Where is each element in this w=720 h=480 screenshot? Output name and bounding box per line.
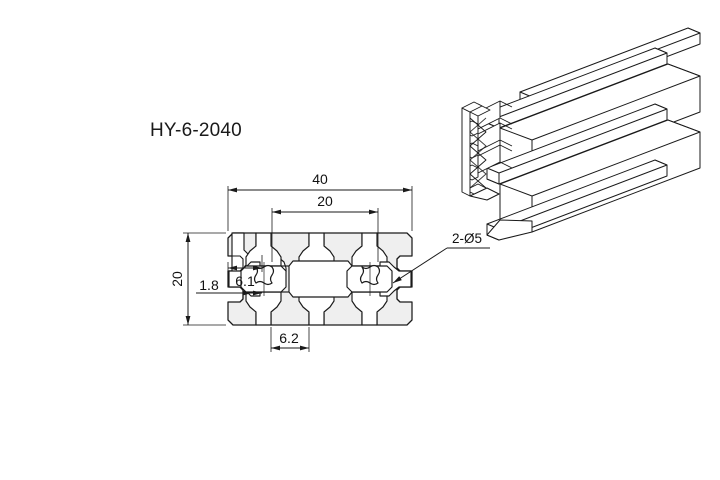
dimension-label-6-2: 6.2 <box>279 330 299 346</box>
dimension-wall-thickness: 1.8 <box>196 277 262 296</box>
dimension-slot-opening-bottom: 6.2 <box>270 327 310 352</box>
profile-ribs <box>281 265 289 293</box>
dimension-label-40: 40 <box>312 171 328 187</box>
dimension-slot-opening-left: 6.1 <box>227 255 263 289</box>
isometric-end-face <box>461 100 501 197</box>
cross-section-view <box>227 232 413 326</box>
dimension-label-20-left: 20 <box>169 271 185 287</box>
bore-callout-label: 2-Ø5 <box>452 231 482 246</box>
dimension-label-1-8: 1.8 <box>199 277 219 293</box>
dimension-label-6-1: 6.1 <box>235 273 255 289</box>
dimension-slot-spacing: 20 <box>271 193 379 262</box>
isometric-view <box>461 27 701 241</box>
left-bore-region <box>240 262 287 296</box>
right-bore-region <box>346 262 393 296</box>
dimension-overall-height: 20 <box>169 232 226 326</box>
page-title: HY-6-2040 <box>150 120 242 141</box>
dimension-overall-width: 40 <box>227 171 413 231</box>
bore-callout: 2-Ø5 <box>392 231 490 284</box>
dimension-label-20-top: 20 <box>317 193 333 209</box>
